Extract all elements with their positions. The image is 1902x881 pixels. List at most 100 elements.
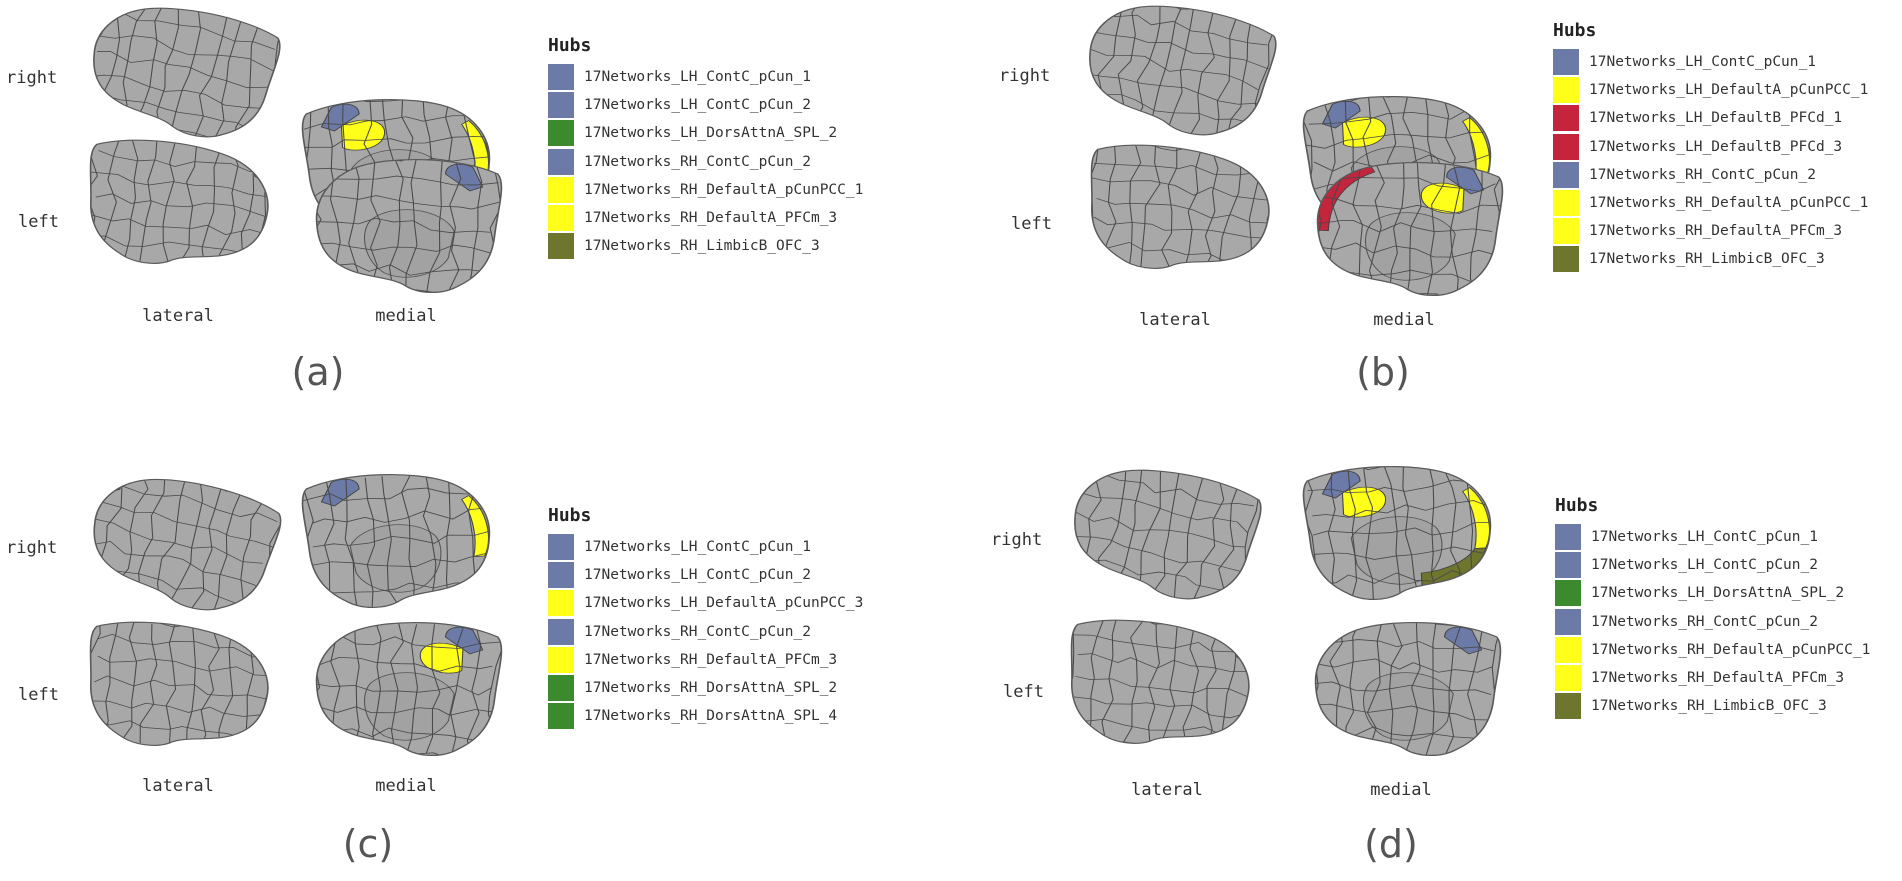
legend-label: 17Networks_RH_DefaultA_pCunPCC_1 [1591,641,1871,658]
parcel-boundary [1388,161,1405,297]
legend-label: 17Networks_LH_DorsAttnA_SPL_2 [584,125,838,142]
brain-right-medial [1302,461,1495,603]
legend-title: Hubs [1555,495,1599,516]
brain-left-medial [1311,617,1502,759]
parcel-boundary [1389,623,1403,754]
row-label-left: left [1003,682,1044,702]
cortex-outline [315,158,503,294]
legend-item: 17Networks_LH_ContC_pCun_1 [1555,523,1870,551]
brain-left-lateral [1084,139,1275,280]
panel-b: right left lateral medial Hubs 17Network… [951,0,1902,440]
row-label-left: left [18,212,59,232]
parcel-boundary [122,137,139,265]
parcel-boundary [422,474,437,611]
legend-label: 17Networks_LH_DefaultB_PFCd_1 [1589,110,1843,127]
col-label-medial: medial [375,306,437,326]
parcel-boundary [165,622,177,753]
legend-swatch [1555,524,1581,551]
legend-label: 17Networks_LH_ContC_pCun_1 [584,69,811,86]
parcel-boundary [303,111,485,130]
parcel-boundary [1138,466,1162,589]
parcel-boundary [348,158,360,288]
parcel-boundary [193,17,228,140]
parcel-boundary [1441,464,1461,600]
parcel-boundary [232,20,261,145]
cortex-outline [89,621,269,746]
brain-views [80,461,503,759]
legend-label: 17Networks_LH_ContC_pCun_2 [584,97,811,114]
parcel-boundary [321,175,499,186]
parcel-boundary [364,477,376,607]
legend-label: 17Networks_RH_LimbicB_OFC_3 [1591,698,1827,715]
col-label-lateral: lateral [1131,780,1203,800]
legend-swatch [548,562,574,589]
hub-region-pcun [320,478,360,507]
parcel-boundary [1070,696,1249,719]
legend-label: 17Networks_LH_DorsAttnA_SPL_2 [1591,585,1845,602]
hub-region-pcc [340,119,386,151]
parcel-boundary [1083,72,1258,105]
legend-item: 17Networks_LH_DefaultB_PFCd_3 [1553,133,1868,161]
hubs-legend: Hubs 17Networks_LH_ContC_pCun_1 17Network… [1555,495,1870,720]
legend-item: 17Networks_RH_DefaultA_PFCm_3 [548,646,863,674]
parcel-boundary [1308,108,1494,125]
parcel-boundary [425,624,441,754]
legend-label: 17Networks_RH_DefaultA_pCunPCC_1 [584,181,864,198]
parcel-boundary [99,12,276,50]
legend-label: 17Networks_RH_DefaultA_PFCm_3 [1591,670,1845,687]
legend-item: 17Networks_LH_ContC_pCun_2 [548,561,863,589]
parcel-boundary [1116,0,1141,120]
legend-swatch [548,205,574,232]
parcel-boundary [312,283,493,296]
legend-title: Hubs [1553,20,1597,41]
panel-label: (c) [342,822,394,866]
legend-item: 17Networks_RH_LimbicB_OFC_3 [548,232,863,260]
row-label-right: right [6,68,58,88]
parcel-boundary [104,480,278,523]
parcel-boundary [212,492,242,614]
legend-item: 17Networks_LH_DefaultA_pCunPCC_3 [548,589,863,617]
legend-label: 17Networks_RH_DefaultA_PFCm_3 [584,651,838,668]
parcel-boundary [1405,163,1422,299]
legend-item: 17Networks_RH_DorsAttnA_SPL_2 [548,674,863,702]
legend-swatch [1555,608,1581,635]
legend-item: 17Networks_RH_ContC_pCun_2 [548,148,863,176]
legend-label: 17Networks_RH_ContC_pCun_2 [1591,613,1818,630]
parcel-boundary [1075,675,1249,698]
parcel-boundary [1347,470,1358,602]
brain-views [1062,453,1502,759]
cortex-outline [93,478,282,611]
col-label-medial: medial [375,776,437,796]
parcel-boundary [1150,1,1185,127]
legend-swatch [548,646,574,673]
row-label-left: left [18,685,59,705]
cortex-outline [1070,619,1250,744]
parcel-boundary [313,242,498,256]
row-label-right: right [6,538,58,558]
panel-label: (d) [1364,822,1418,866]
brain-left-lateral [1062,615,1255,755]
legend-swatch [1553,246,1579,273]
parcel-boundary [1305,131,1488,149]
panel-c: right left lateral medial Hubs 17Network… [0,440,951,880]
parcel-boundary [1077,653,1253,673]
parcel-boundary [1134,0,1161,121]
cortex-outline [1090,144,1270,269]
legend-swatch [1553,77,1579,104]
parcel-boundary [197,626,220,757]
legend-swatch [548,233,574,260]
parcel-boundary [1081,492,1249,534]
brain-right-lateral [80,461,282,622]
parcel-boundary [1313,242,1496,258]
col-label-medial: medial [1373,310,1435,330]
cortex-outline [1302,465,1492,601]
legend-swatch [1555,636,1581,663]
parcel-boundary [1344,620,1361,752]
legend-item: 17Networks_LH_ContC_pCun_2 [548,91,863,119]
parcel-boundary [138,472,166,594]
parcel-boundary [1173,478,1204,603]
parcel-boundary [162,138,177,267]
medial-wall [364,209,455,278]
parcel-boundary [1312,521,1491,536]
